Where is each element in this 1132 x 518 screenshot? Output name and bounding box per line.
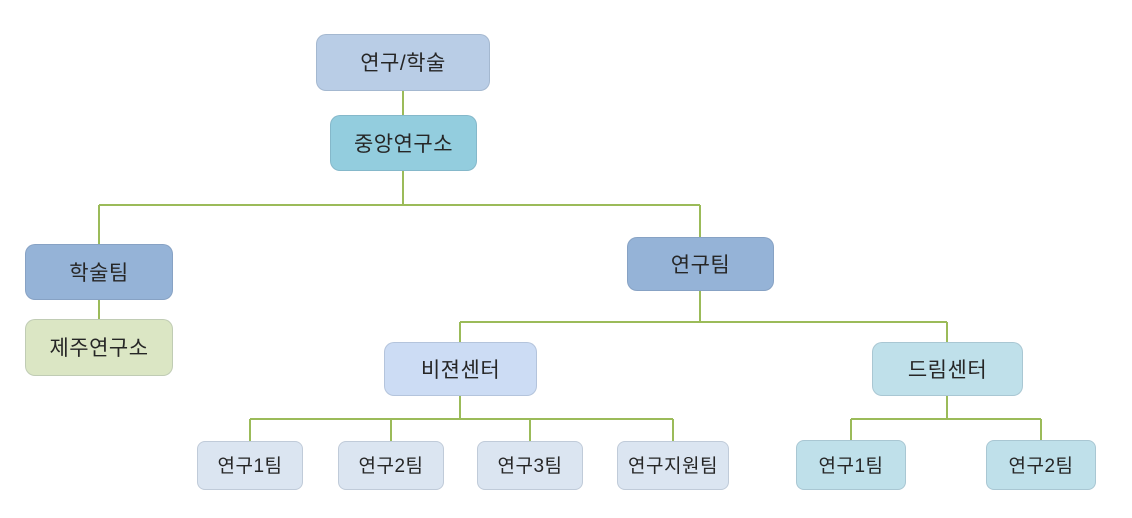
connector-path (98, 91, 1042, 441)
org-node-dream-team-1: 연구1팀 (796, 440, 906, 490)
org-node-central-lab: 중앙연구소 (330, 115, 477, 171)
org-node-vision-team-3: 연구3팀 (477, 441, 583, 490)
org-node-label: 중앙연구소 (353, 132, 454, 156)
org-node-label: 연구3팀 (497, 456, 563, 477)
org-node-vision-support-team: 연구지원팀 (617, 441, 729, 490)
org-node-jeju-lab: 제주연구소 (25, 319, 173, 376)
org-node-label: 학술팀 (69, 261, 129, 285)
org-node-label: 연구지원팀 (628, 456, 718, 477)
org-node-label: 연구2팀 (1008, 455, 1074, 477)
org-node-label: 드림센터 (907, 358, 988, 382)
org-node-academic-team: 학술팀 (25, 244, 173, 300)
org-node-research-academic: 연구/학술 (316, 34, 490, 91)
org-node-vision-center: 비젼센터 (384, 342, 537, 396)
org-node-label: 비젼센터 (420, 358, 501, 382)
org-node-vision-team-2: 연구2팀 (338, 441, 444, 490)
org-node-dream-center: 드림센터 (872, 342, 1023, 396)
org-node-label: 연구1팀 (217, 456, 283, 477)
org-node-label: 제주연구소 (49, 337, 149, 360)
org-node-label: 연구2팀 (358, 456, 424, 477)
org-node-vision-team-1: 연구1팀 (197, 441, 303, 490)
org-node-label: 연구/학술 (360, 52, 446, 75)
org-node-dream-team-2: 연구2팀 (986, 440, 1096, 490)
org-node-label: 연구팀 (670, 253, 731, 277)
org-node-research-team: 연구팀 (627, 237, 774, 291)
org-node-label: 연구1팀 (818, 455, 884, 477)
